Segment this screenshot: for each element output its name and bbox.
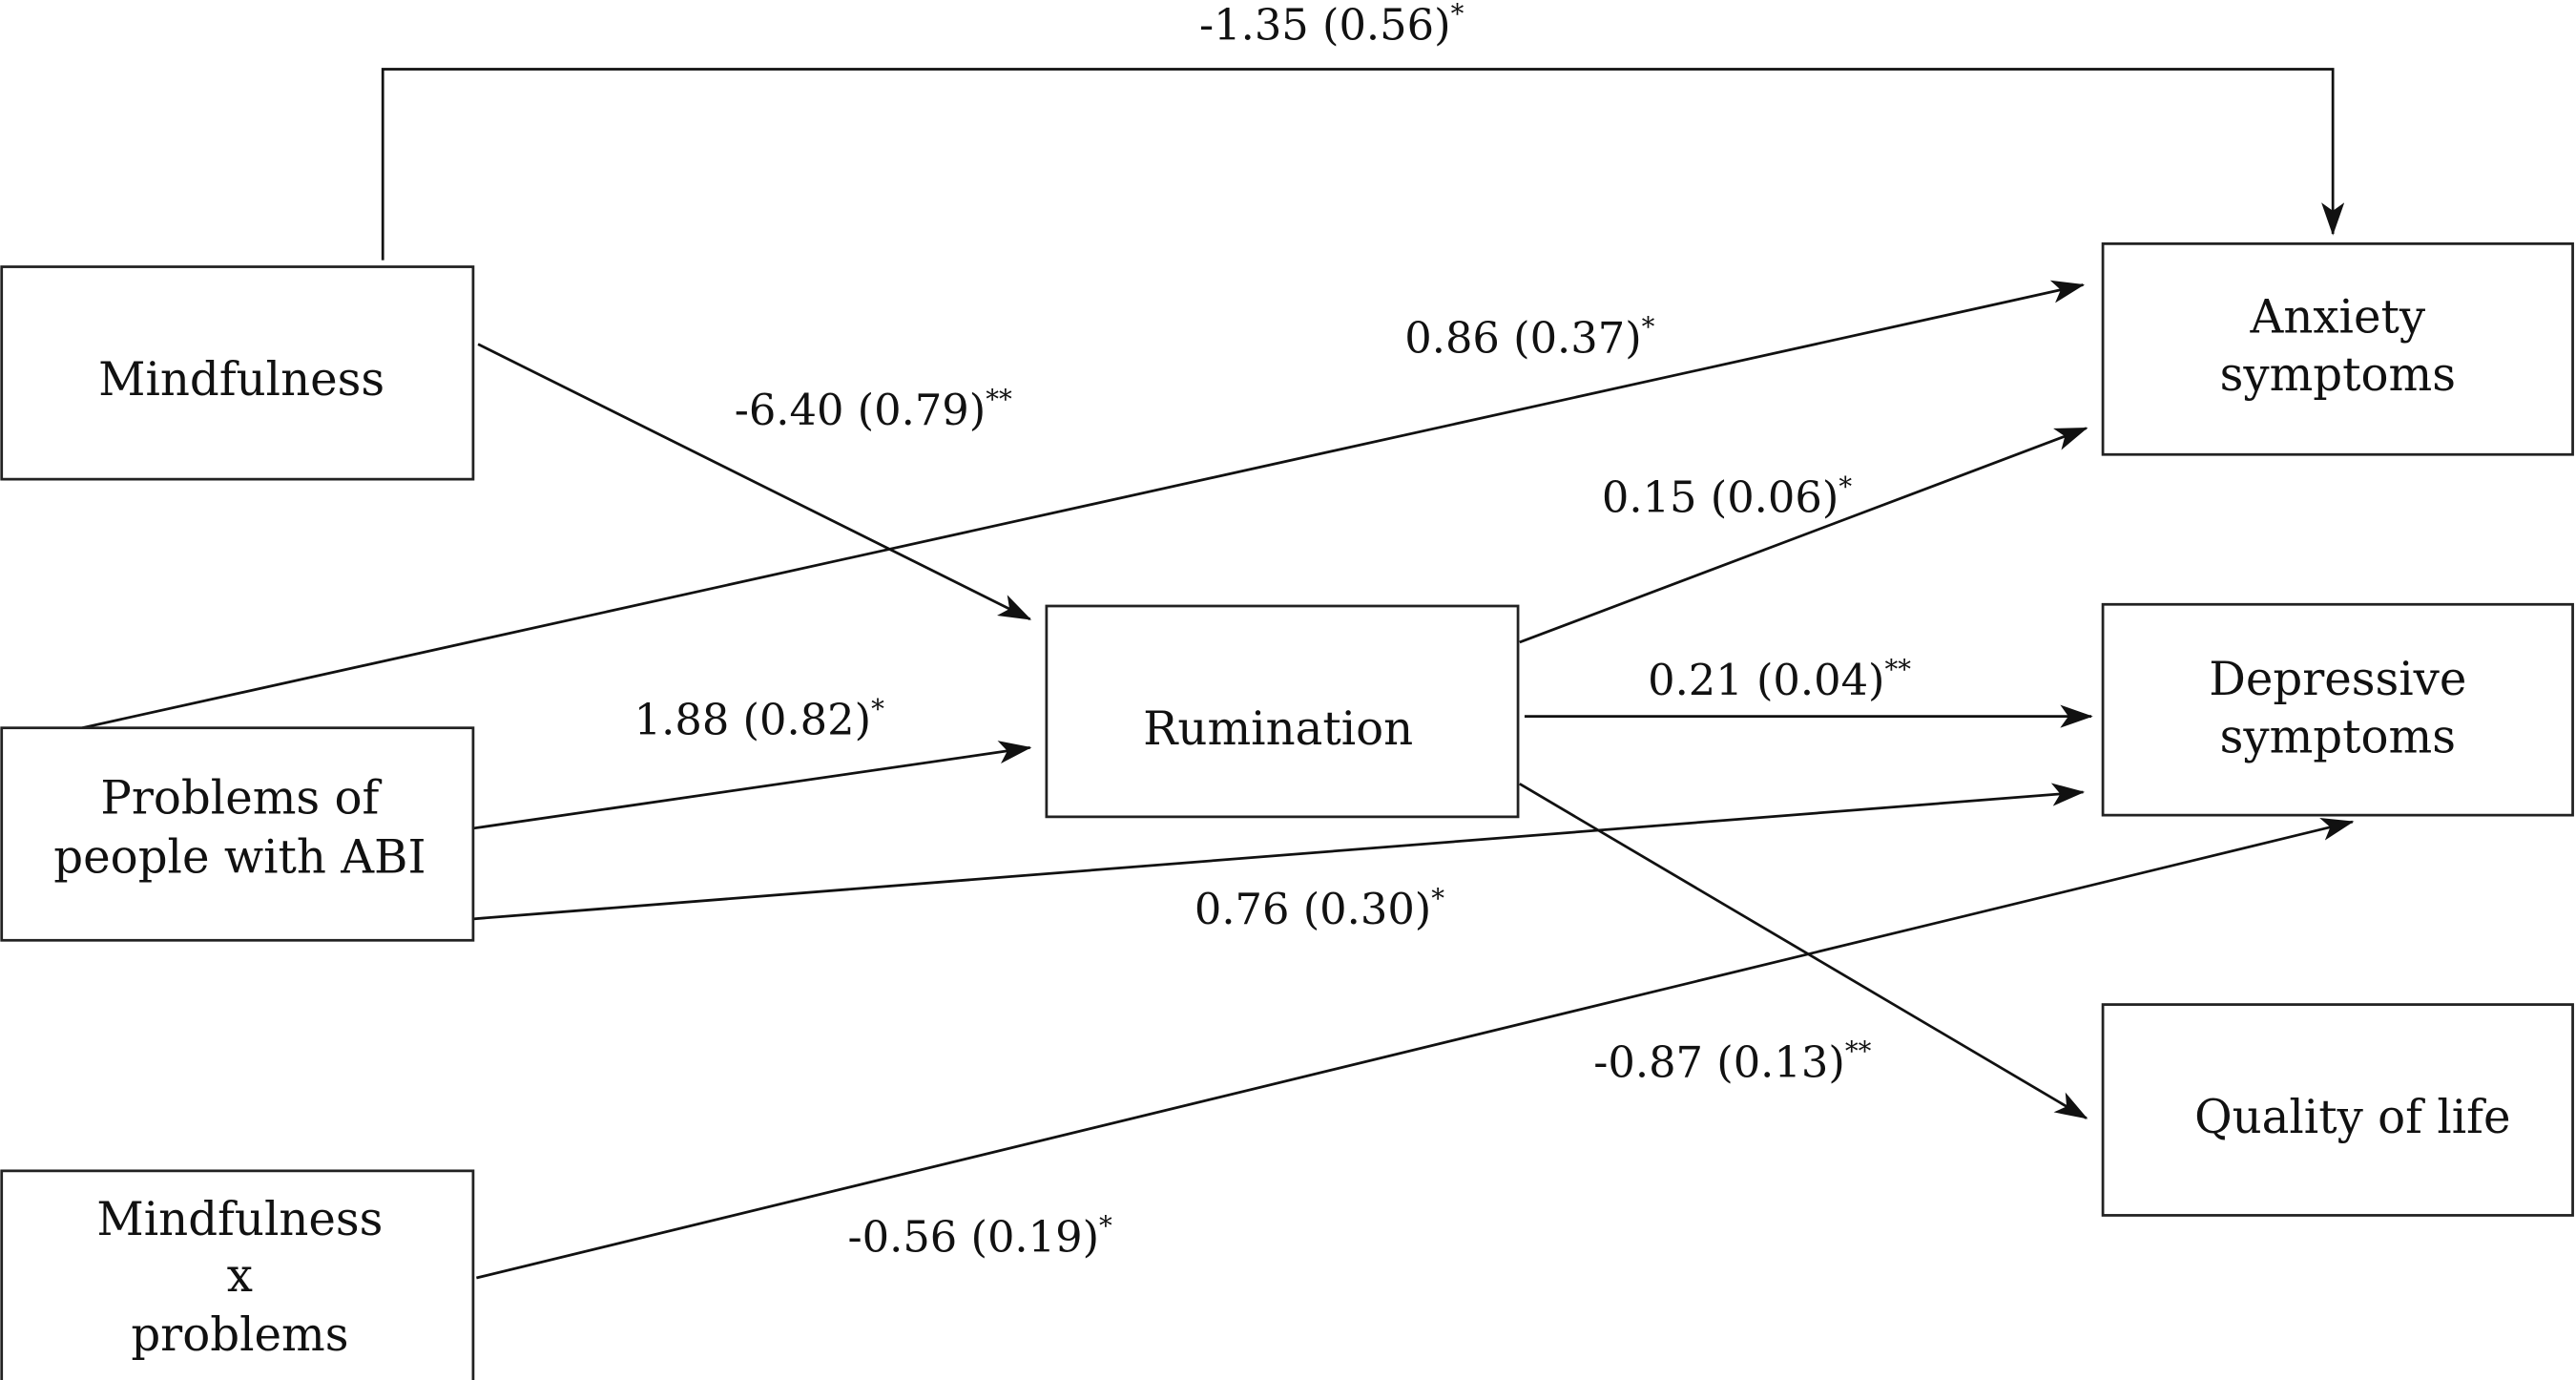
- edges: [81, 68, 2355, 1280]
- edge-problems-anxiety: [81, 280, 2086, 730]
- node-rumination: Rumination: [1045, 604, 1520, 819]
- coef-problems-anxiety: 0.86 (0.37)*: [1404, 311, 1654, 363]
- edge-mindfulness-anxiety: [381, 68, 2345, 261]
- node-quality-of-life: Quality of life: [2101, 1003, 2574, 1217]
- coef-problems-rumination: 1.88 (0.82)*: [634, 693, 884, 744]
- edge-problems-depressive: [472, 783, 2086, 921]
- edge-interaction-depressive: [476, 818, 2355, 1280]
- node-anxiety-symptoms: Anxiety symptoms: [2101, 241, 2574, 456]
- node-depressive-symptoms: Depressive symptoms: [2101, 602, 2574, 817]
- coef-rumination-quality: -0.87 (0.13)**: [1593, 1035, 1871, 1087]
- coef-rumination-anxiety: 0.15 (0.06)*: [1602, 470, 1852, 522]
- node-label: Rumination: [1143, 702, 1413, 756]
- node-problems: Problems of people with ABI: [0, 726, 475, 942]
- node-label: symptoms: [2220, 348, 2456, 402]
- node-label: people with ABI: [53, 830, 426, 884]
- node-label: Quality of life: [2194, 1091, 2510, 1144]
- node-label: Mindfulness: [96, 1193, 383, 1246]
- node-label: x: [227, 1249, 253, 1303]
- edge-rumination-quality: [1519, 783, 2088, 1119]
- node-label: Problems of: [100, 771, 382, 825]
- edge-labels: -1.35 (0.56)* -6.40 (0.79)** 0.86 (0.37)…: [634, 0, 1912, 1262]
- edge-mindfulness-rumination: [477, 343, 1032, 621]
- edge-rumination-anxiety: [1519, 427, 2088, 644]
- node-label: Depressive: [2209, 653, 2466, 706]
- coef-interaction-depressive: -0.56 (0.19)*: [848, 1210, 1113, 1262]
- coef-problems-depressive: 0.76 (0.30)*: [1195, 883, 1444, 934]
- node-mindfulness: Mindfulness: [0, 265, 475, 481]
- node-mindfulness-x-problems: Mindfulness x problems: [0, 1169, 475, 1380]
- node-label: Anxiety: [2250, 291, 2426, 345]
- node-label: problems: [131, 1308, 348, 1362]
- coef-rumination-depressive: 0.21 (0.04)**: [1648, 654, 1911, 705]
- coef-mindfulness-anxiety: -1.35 (0.56)*: [1199, 0, 1465, 50]
- node-label: symptoms: [2220, 711, 2456, 764]
- node-label: Mindfulness: [98, 353, 384, 407]
- coef-mindfulness-rumination: -6.40 (0.79)**: [735, 384, 1012, 435]
- edge-problems-rumination: [472, 741, 1032, 830]
